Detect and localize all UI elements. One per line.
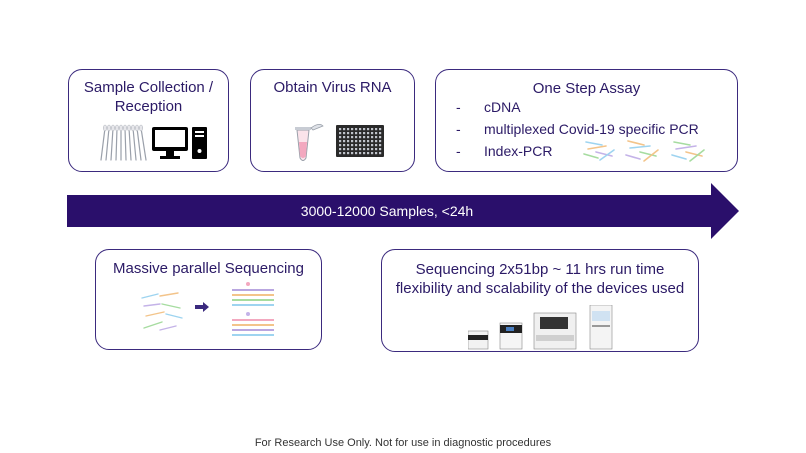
computer-icon bbox=[152, 127, 207, 159]
assay-step-item: - Index-PCR bbox=[456, 140, 699, 162]
one-step-assay-title: One Step Assay bbox=[532, 80, 641, 97]
one-step-assay-box: One Step Assay - cDNA - multiplexed Covid-… bbox=[435, 69, 738, 172]
assay-step-item: - multiplexed Covid-19 specific PCR bbox=[456, 118, 699, 140]
workflow-arrow bbox=[67, 183, 739, 239]
workflow-arrow-label: 3000-12000 Samples, <24h bbox=[300, 203, 474, 219]
swabs-icon bbox=[100, 124, 147, 161]
sequencing-box: Sequencing 2x51bp ~ 11 hrs run time flex… bbox=[381, 249, 699, 352]
sample-collection-title-line1: Sample Collection / bbox=[83, 79, 214, 96]
plate-icon bbox=[336, 125, 384, 157]
assay-steps-list: - cDNA - multiplexed Covid-19 specific PCR… bbox=[456, 96, 699, 162]
footer-disclaimer: For Research Use Only. Not for use in di… bbox=[254, 437, 552, 449]
massive-sequencing-title: Massive parallel Sequencing bbox=[113, 260, 304, 277]
assay-step-label: Index-PCR bbox=[484, 143, 553, 159]
assay-step-item: - cDNA bbox=[456, 96, 699, 118]
sequencer-devices-icon bbox=[468, 305, 613, 350]
sequences-icon bbox=[232, 282, 274, 336]
sequencing-title-line1: Sequencing 2x51bp ~ 11 hrs run time bbox=[415, 261, 665, 278]
obtain-rna-title: Obtain Virus RNA bbox=[273, 79, 392, 96]
sample-collection-title-line2: Reception bbox=[114, 98, 183, 115]
sample-collection-box: Sample Collection / Reception bbox=[68, 69, 229, 172]
tube-icon bbox=[295, 124, 324, 161]
bullet-dash: - bbox=[456, 121, 461, 137]
obtain-rna-box: Obtain Virus RNA bbox=[250, 69, 415, 172]
sequencing-title: Sequencing 2x51bp ~ 11 hrs run time flex… bbox=[382, 260, 698, 298]
assay-step-label: cDNA bbox=[484, 99, 521, 115]
bullet-dash: - bbox=[456, 99, 461, 115]
massive-sequencing-box: Massive parallel Sequencing bbox=[95, 249, 322, 350]
sequencing-title-line2: flexibility and scalability of the devic… bbox=[395, 280, 685, 297]
arrow-right-icon bbox=[195, 302, 209, 312]
sample-collection-title: Sample Collection / Reception bbox=[69, 78, 228, 116]
assay-step-label: multiplexed Covid-19 specific PCR bbox=[484, 121, 699, 137]
dna-strands-icon bbox=[583, 140, 705, 162]
dna-strands-icon bbox=[141, 292, 183, 331]
bullet-dash: - bbox=[456, 143, 461, 159]
